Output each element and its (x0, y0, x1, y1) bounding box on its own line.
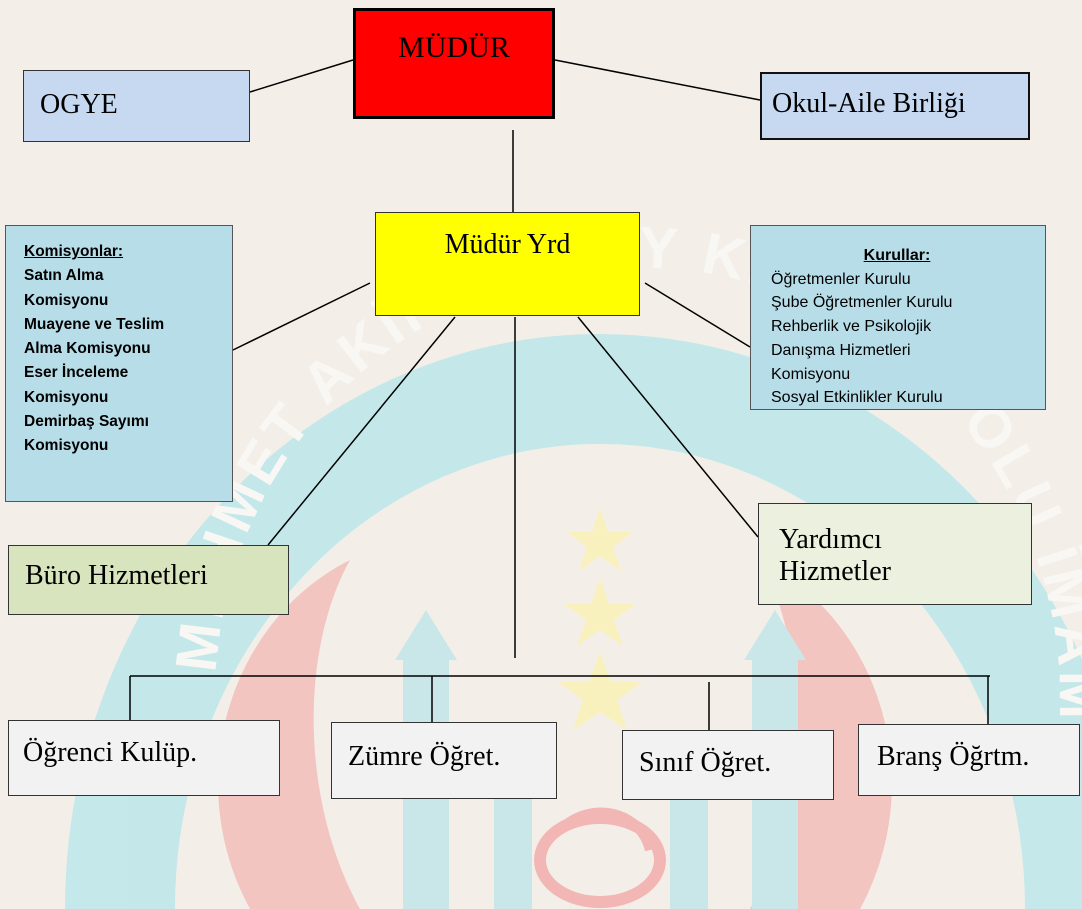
komisyonlar-item: Demirbaş Sayımı (24, 413, 149, 431)
kurullar-item: Komisyonu (771, 365, 851, 383)
komisyonlar-item: Satın Alma (24, 267, 104, 285)
ogye-label: OGYE (40, 89, 118, 120)
komisyonlar-item: Eser İnceleme (24, 364, 129, 382)
buro-hizmetleri-label: Büro Hizmetleri (25, 560, 208, 591)
kurullar-box: Kurullar: Öğretmenler Kurulu Şube Öğretm… (750, 225, 1046, 410)
komisyonlar-item: Komisyonu (24, 388, 109, 406)
sinif-ogret-box: Sınıf Öğret. (622, 730, 834, 800)
ogrenci-kulup-label: Öğrenci Kulüp. (23, 737, 198, 768)
sinif-ogret-label: Sınıf Öğret. (639, 747, 772, 778)
buro-hizmetleri-box: Büro Hizmetleri (8, 545, 289, 615)
kurullar-item: Şube Öğretmenler Kurulu (771, 294, 953, 312)
kurullar-item: Danışma Hizmetleri (771, 341, 911, 359)
kurullar-item: Rehberlik ve Psikolojik (771, 318, 932, 336)
komisyonlar-list: Satın Alma Komisyonu Muayene ve Teslim A… (24, 264, 232, 458)
komisyonlar-header: Komisyonlar: (24, 243, 124, 260)
mudur-yrd-box: Müdür Yrd (375, 212, 640, 316)
komisyonlar-item: Muayene ve Teslim (24, 315, 165, 333)
komisyonlar-item: Komisyonu (24, 437, 109, 455)
komisyonlar-item: Alma Komisyonu (24, 340, 151, 358)
kurullar-list: Öğretmenler Kurulu Şube Öğretmenler Kuru… (771, 268, 1045, 409)
zumre-ogret-box: Zümre Öğret. (331, 722, 557, 799)
yardimci-label-line2: Hizmetler (779, 556, 891, 587)
yardimci-label-line1: Yardımcı (779, 524, 882, 555)
brans-ogrtm-label: Branş Öğrtm. (877, 741, 1030, 772)
ogye-box: OGYE (23, 70, 250, 142)
brans-ogrtm-box: Branş Öğrtm. (858, 724, 1080, 796)
kurullar-item: Öğretmenler Kurulu (771, 270, 911, 288)
komisyonlar-item: Komisyonu (24, 291, 109, 309)
komisyonlar-box: Komisyonlar: Satın Alma Komisyonu Muayen… (5, 225, 233, 502)
yardimci-hizmetler-box: Yardımcı Hizmetler (758, 503, 1032, 605)
mudur-label: MÜDÜR (398, 31, 510, 64)
zumre-ogret-label: Zümre Öğret. (348, 741, 501, 772)
kurullar-item: Sosyal Etkinlikler Kurulu (771, 389, 943, 407)
mudur-yrd-label: Müdür Yrd (444, 229, 571, 260)
ogrenci-kulup-box: Öğrenci Kulüp. (8, 720, 280, 796)
mudur-box: MÜDÜR (353, 8, 555, 119)
okul-aile-box: Okul-Aile Birliği (760, 72, 1030, 140)
okul-aile-label: Okul-Aile Birliği (772, 88, 966, 119)
kurullar-header: Kurullar: (863, 247, 931, 264)
